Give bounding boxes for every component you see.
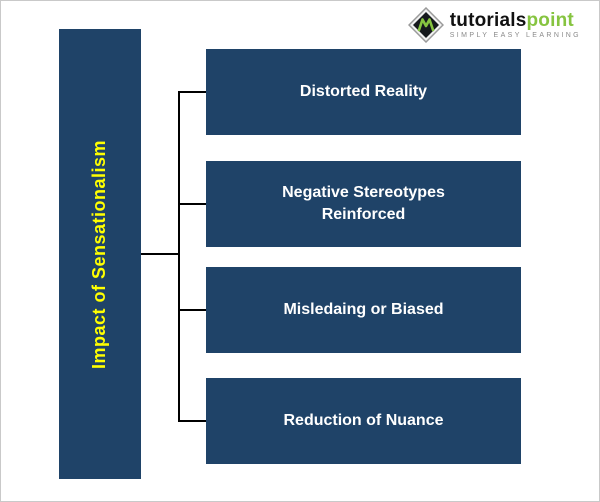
- item-label: Negative Stereotypes Reinforced: [282, 184, 445, 223]
- connector-vertical-spine: [178, 91, 180, 422]
- item-box-distorted-reality: Distorted Reality: [206, 49, 521, 135]
- item-label: Distorted Reality: [299, 83, 428, 101]
- connector-stub-3: [180, 309, 206, 311]
- tutorialspoint-logo-icon: [407, 6, 444, 44]
- connector-stub-4: [180, 420, 206, 422]
- item-box-reduction-of-nuance: Reduction of Nuance: [206, 378, 521, 464]
- connector-stub-1: [180, 91, 206, 93]
- item-label: Misledaing or Biased: [283, 301, 444, 319]
- tutorialspoint-logo: tutorialspoint SIMPLY EASY LEARNING: [407, 6, 581, 44]
- logo-wordmark-green: point: [526, 9, 574, 31]
- logo-tagline: SIMPLY EASY LEARNING: [449, 32, 581, 40]
- root-box-impact-of-sensationalism: Impact of Sensationalism: [59, 29, 141, 479]
- logo-text-block: tutorialspoint SIMPLY EASY LEARNING: [449, 9, 581, 40]
- connector-root-horizontal: [141, 253, 178, 255]
- logo-wordmark-black: tutorials: [449, 9, 527, 31]
- connector-stub-2: [180, 203, 206, 205]
- item-label: Reduction of Nuance: [283, 412, 444, 430]
- root-box-label: Impact of Sensationalism: [89, 139, 110, 369]
- item-box-negative-stereotypes-reinforced: Negative Stereotypes Reinforced: [206, 161, 521, 247]
- item-box-misleading-or-biased: Misledaing or Biased: [206, 267, 521, 353]
- logo-wordmark: tutorialspoint: [449, 9, 581, 31]
